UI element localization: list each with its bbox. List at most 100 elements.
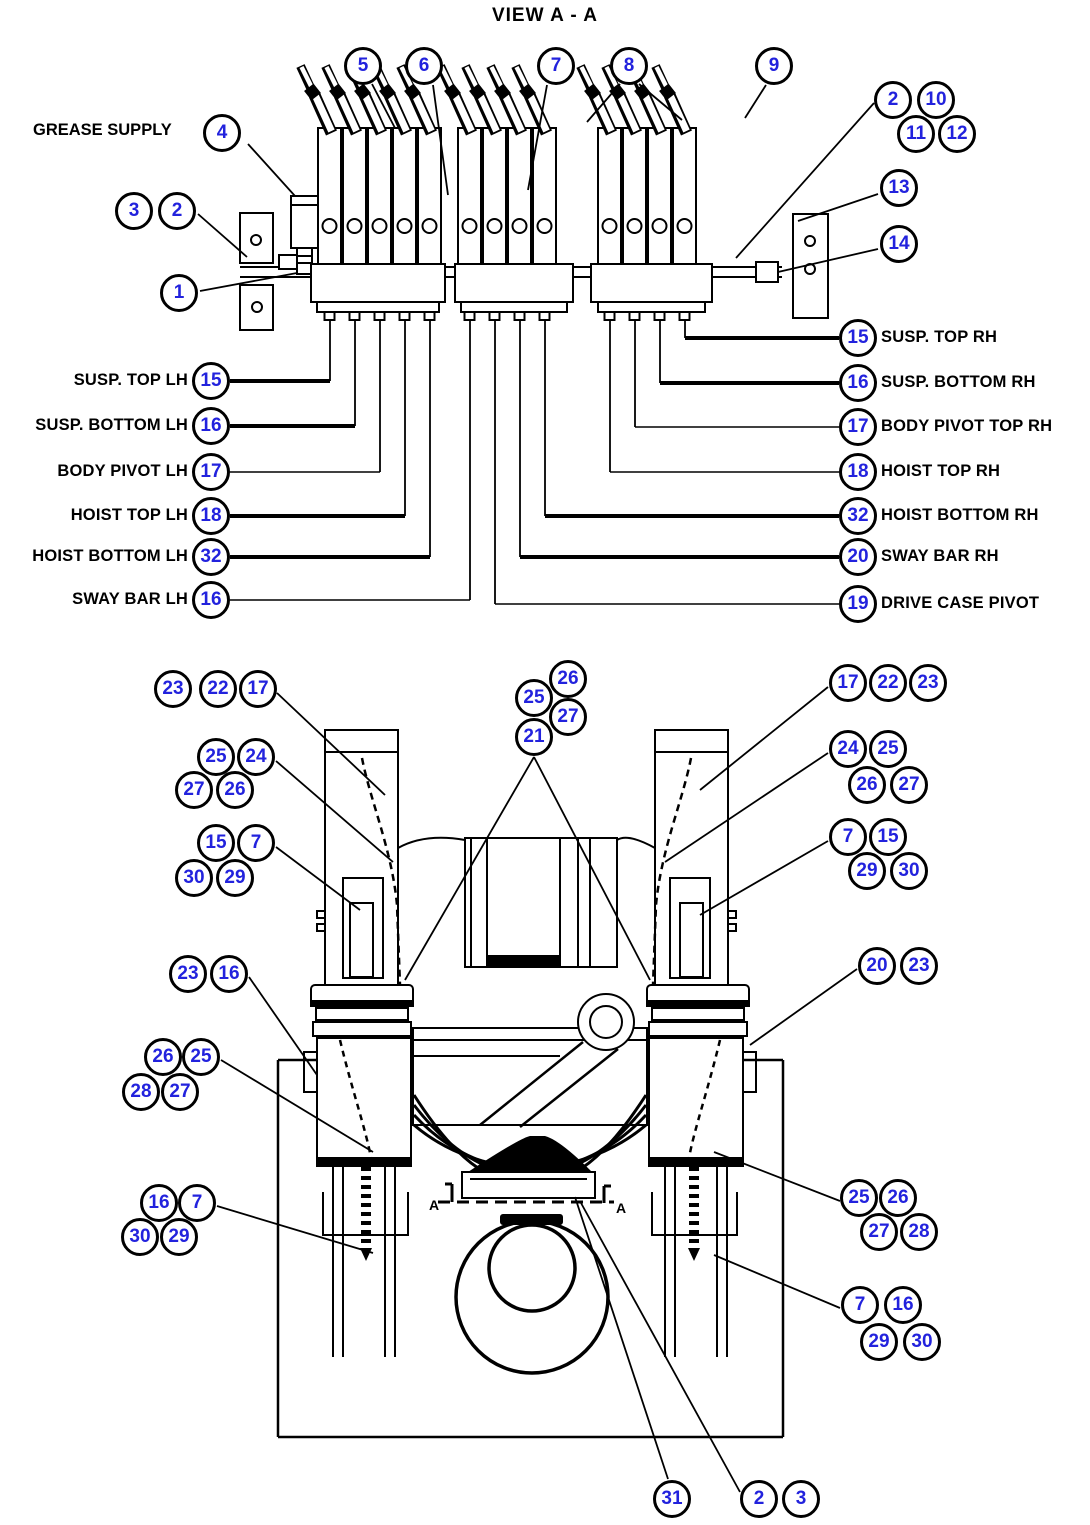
- callout-balloon-26: 26: [144, 1038, 182, 1076]
- callout-balloon-7: 7: [841, 1286, 879, 1324]
- callout-balloon-2: 2: [874, 81, 912, 119]
- callout-balloon-7: 7: [237, 824, 275, 862]
- callout-balloon-16: 16: [884, 1286, 922, 1324]
- callout-balloon-21: 21: [515, 718, 553, 756]
- grease-point-label-rh: SWAY BAR RH: [881, 547, 999, 566]
- callout-balloon-30: 30: [121, 1218, 159, 1256]
- callout-balloon-2: 2: [158, 192, 196, 230]
- grease-point-label-rh: BODY PIVOT TOP RH: [881, 417, 1053, 436]
- callout-balloon-9: 9: [755, 47, 793, 85]
- callout-balloon-16: 16: [839, 364, 877, 402]
- grease-point-label-rh: HOIST TOP RH: [881, 462, 1001, 481]
- callout-balloon-15: 15: [869, 818, 907, 856]
- grease-point-label-lh: SWAY BAR LH: [72, 590, 188, 609]
- callout-balloon-13: 13: [880, 169, 918, 207]
- callout-balloon-15: 15: [197, 824, 235, 862]
- callout-balloon-3: 3: [782, 1480, 820, 1518]
- top-view-linework: [197, 64, 879, 331]
- callout-balloon-29: 29: [160, 1218, 198, 1256]
- callout-balloon-30: 30: [175, 859, 213, 897]
- callout-balloon-24: 24: [829, 730, 867, 768]
- callout-balloon-18: 18: [839, 453, 877, 491]
- callout-balloon-7: 7: [829, 818, 867, 856]
- grease-point-label-lh: BODY PIVOT LH: [57, 462, 188, 481]
- callout-balloon-29: 29: [216, 859, 254, 897]
- callout-balloon-11: 11: [897, 115, 935, 153]
- callout-balloon-10: 10: [917, 81, 955, 119]
- callout-balloon-20: 20: [839, 538, 877, 576]
- top-leader-lines: [197, 83, 879, 292]
- callout-balloon-26: 26: [216, 771, 254, 809]
- callout-balloon-24: 24: [237, 738, 275, 776]
- callout-balloon-23: 23: [169, 955, 207, 993]
- section-marker-a-right: A: [616, 1200, 627, 1216]
- callout-balloon-16: 16: [192, 407, 230, 445]
- callout-balloon-17: 17: [839, 408, 877, 446]
- grease-point-label-lh: SUSP. BOTTOM LH: [35, 416, 188, 435]
- callout-balloon-2: 2: [740, 1480, 778, 1518]
- callout-balloon-16: 16: [192, 581, 230, 619]
- callout-balloon-31: 31: [653, 1480, 691, 1518]
- callout-balloon-26: 26: [879, 1179, 917, 1217]
- callout-balloon-20: 20: [858, 947, 896, 985]
- callout-balloon-22: 22: [869, 664, 907, 702]
- callout-balloon-22: 22: [199, 670, 237, 708]
- callout-balloon-29: 29: [860, 1323, 898, 1361]
- callout-balloon-1: 1: [160, 274, 198, 312]
- callout-balloon-3: 3: [115, 192, 153, 230]
- grease-point-label-rh: SUSP. BOTTOM RH: [881, 373, 1036, 392]
- callout-balloon-6: 6: [405, 47, 443, 85]
- callout-balloon-26: 26: [549, 660, 587, 698]
- callout-balloon-26: 26: [848, 766, 886, 804]
- callout-balloon-14: 14: [880, 225, 918, 263]
- grease-point-label-rh: SUSP. TOP RH: [881, 328, 998, 347]
- callout-balloon-17: 17: [239, 670, 277, 708]
- callout-balloon-30: 30: [903, 1323, 941, 1361]
- bottom-leader-lines: [216, 686, 858, 1493]
- grease-supply-label: GREASE SUPPLY: [33, 121, 172, 139]
- callout-balloon-8: 8: [610, 47, 648, 85]
- callout-balloon-16: 16: [140, 1184, 178, 1222]
- callout-balloon-17: 17: [829, 664, 867, 702]
- view-title: VIEW A - A: [491, 5, 599, 26]
- callout-balloon-29: 29: [848, 852, 886, 890]
- callout-balloon-25: 25: [869, 730, 907, 768]
- bottom-view-linework: [216, 686, 858, 1493]
- grease-point-connector-lines: [230, 320, 839, 605]
- callout-balloon-27: 27: [175, 771, 213, 809]
- callout-balloon-23: 23: [900, 947, 938, 985]
- grease-point-label-rh: HOIST BOTTOM RH: [881, 506, 1039, 525]
- callout-balloon-32: 32: [192, 538, 230, 576]
- callout-balloon-27: 27: [890, 766, 928, 804]
- callout-balloon-18: 18: [192, 497, 230, 535]
- callout-balloon-23: 23: [909, 664, 947, 702]
- callout-balloon-15: 15: [839, 319, 877, 357]
- grease-point-label-lh: HOIST TOP LH: [70, 506, 188, 525]
- callout-balloon-16: 16: [210, 955, 248, 993]
- callout-balloon-28: 28: [122, 1073, 160, 1111]
- callout-balloon-4: 4: [203, 114, 241, 152]
- callout-balloon-19: 19: [839, 585, 877, 623]
- callout-balloon-15: 15: [192, 362, 230, 400]
- callout-balloon-25: 25: [515, 679, 553, 717]
- callout-balloon-27: 27: [549, 698, 587, 736]
- grease-point-label-lh: SUSP. TOP LH: [73, 371, 188, 390]
- callout-balloon-27: 27: [161, 1073, 199, 1111]
- callout-balloon-25: 25: [840, 1179, 878, 1217]
- callout-balloon-12: 12: [938, 115, 976, 153]
- callout-balloon-25: 25: [182, 1038, 220, 1076]
- callout-balloon-32: 32: [839, 497, 877, 535]
- grease-point-label-rh: DRIVE CASE PIVOT: [881, 594, 1040, 613]
- grease-point-label-lh: HOIST BOTTOM LH: [32, 547, 188, 566]
- callout-balloon-27: 27: [860, 1213, 898, 1251]
- callout-balloon-23: 23: [154, 670, 192, 708]
- section-marker-a-left: A: [429, 1197, 440, 1213]
- callout-balloon-17: 17: [192, 453, 230, 491]
- callout-balloon-7: 7: [537, 47, 575, 85]
- callout-balloon-7: 7: [178, 1184, 216, 1222]
- callout-balloon-25: 25: [197, 738, 235, 776]
- callout-balloon-5: 5: [344, 47, 382, 85]
- callout-balloon-30: 30: [890, 852, 928, 890]
